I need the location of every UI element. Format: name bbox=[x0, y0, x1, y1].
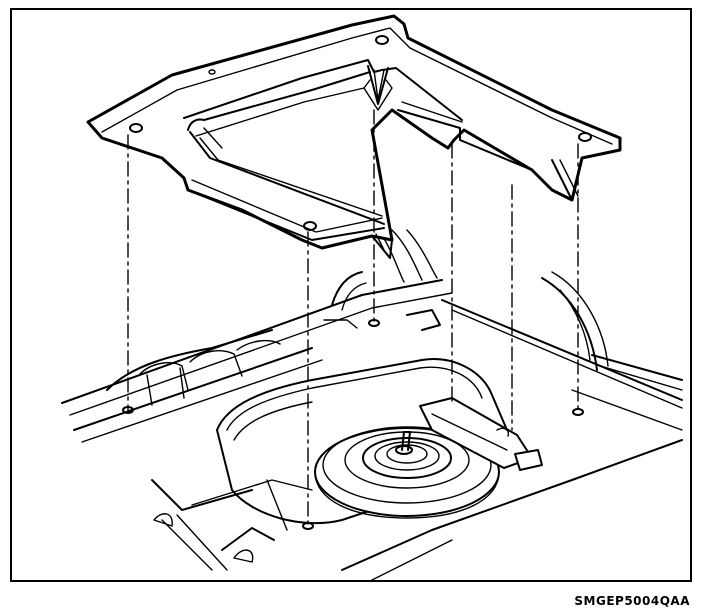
jack-bracket bbox=[419, 397, 543, 471]
floor-mounting-holes bbox=[122, 319, 584, 530]
figure-frame bbox=[10, 8, 692, 582]
figure-code: SMGEP5004QAA bbox=[574, 594, 690, 608]
spare-tire bbox=[314, 426, 500, 519]
vehicle-floor-pan bbox=[61, 271, 683, 580]
trunk-floor-panel bbox=[86, 14, 622, 259]
alignment-lines bbox=[127, 109, 579, 526]
exploded-view-illustration bbox=[61, 14, 683, 580]
